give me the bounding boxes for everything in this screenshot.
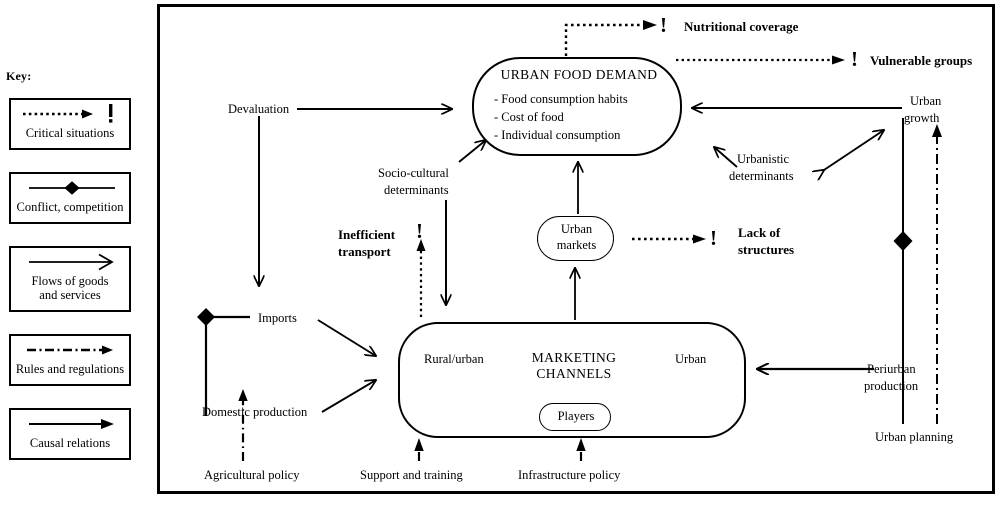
- legend-symbol-causal-relations: [11, 410, 129, 436]
- node-imports[interactable]: Imports: [258, 311, 297, 325]
- solid-arrow-open-head-icon: [29, 253, 114, 271]
- node-periurban-line1[interactable]: Periurban: [867, 362, 916, 376]
- label-lack-of-structures-line2: structures: [738, 242, 795, 257]
- label-lack-of-structures-line1: Lack of: [738, 225, 781, 240]
- node-infrastructure-policy[interactable]: Infrastructure policy: [518, 468, 621, 482]
- legend-symbol-rules-and-regulations: [11, 336, 129, 362]
- label-vulnerable-groups: Vulnerable groups: [870, 53, 973, 68]
- legend-label-flows-of-goods: Flows of goods and services: [31, 274, 109, 302]
- line-with-diamond-icon: [29, 181, 115, 195]
- legend-item-flows-of-goods: Flows of goods and services: [9, 246, 131, 312]
- legend-label-causal-relations: Causal relations: [29, 436, 111, 450]
- urban-food-demand-title: URBAN FOOD DEMAND: [500, 67, 658, 82]
- marketing-channels-title-line1: MARKETING: [531, 350, 617, 365]
- label-nutritional-coverage: Nutritional coverage: [684, 19, 799, 34]
- legend-label-rules-and-regulations: Rules and regulations: [15, 362, 125, 376]
- legend-label-conflict-competition: Conflict, competition: [16, 200, 124, 214]
- legend-item-critical-situations: Critical situations: [9, 98, 131, 150]
- legend-item-rules-and-regulations: Rules and regulations: [9, 334, 131, 386]
- urban-markets-node[interactable]: Urban markets: [537, 216, 614, 261]
- exclamation-icon-nutritional-coverage: !: [660, 13, 667, 37]
- node-periurban-line2: production: [864, 379, 919, 393]
- node-support-and-training[interactable]: Support and training: [360, 468, 463, 482]
- legend-panel: Key: Critical situations Confli: [0, 0, 150, 505]
- node-domestic-production[interactable]: Domestic production: [202, 405, 308, 419]
- marketing-channels-box[interactable]: MARKETING CHANNELS Rural/urban Urban Pla…: [398, 322, 746, 438]
- marketing-channels-right-label: Urban: [675, 352, 707, 366]
- marketing-channels-left-label: Rural/urban: [424, 352, 484, 366]
- dotted-arrow-with-exclamation-icon: [23, 104, 113, 123]
- solid-arrow-filled-head-icon: [29, 419, 114, 429]
- node-urban-growth-line2: growth: [904, 111, 940, 125]
- urban-markets-label-line2: markets: [556, 238, 597, 252]
- legend-title: Key:: [6, 69, 32, 83]
- label-inefficient-transport-line1: Inefficient: [338, 227, 396, 242]
- urban-food-demand-bullet-2: - Cost of food: [494, 110, 564, 124]
- node-urbanistic-line2: determinants: [729, 169, 794, 183]
- legend-symbol-flows-of-goods: [11, 248, 129, 274]
- node-urban-growth-line1[interactable]: Urban: [910, 94, 942, 108]
- node-devaluation[interactable]: Devaluation: [228, 102, 290, 116]
- urban-food-demand-box[interactable]: URBAN FOOD DEMAND - Food consumption hab…: [472, 57, 682, 156]
- label-inefficient-transport-line2: transport: [338, 244, 391, 259]
- urban-markets-label-line1: Urban: [560, 222, 593, 236]
- players-node[interactable]: Players: [539, 403, 611, 431]
- legend-label-critical-situations: Critical situations: [25, 126, 115, 140]
- players-label: Players: [557, 409, 595, 423]
- urban-food-demand-bullet-1: - Food consumption habits: [494, 92, 628, 106]
- node-urban-planning[interactable]: Urban planning: [875, 430, 954, 444]
- node-socio-cultural-line2: determinants: [384, 183, 449, 197]
- urban-food-demand-bullet-3: - Individual consumption: [494, 128, 621, 142]
- dash-dot-arrow-icon: [27, 345, 113, 355]
- legend-symbol-critical-situations: [11, 100, 129, 126]
- exclamation-icon-lack-of-structures: !: [710, 226, 717, 250]
- legend-item-causal-relations: Causal relations: [9, 408, 131, 460]
- node-urbanistic-line1[interactable]: Urbanistic: [737, 152, 790, 166]
- legend-item-conflict-competition: Conflict, competition: [9, 172, 131, 224]
- exclamation-icon-inefficient-transport: !: [416, 219, 423, 243]
- node-agricultural-policy[interactable]: Agricultural policy: [204, 468, 300, 482]
- marketing-channels-title-line2: CHANNELS: [536, 366, 612, 381]
- legend-symbol-conflict-competition: [11, 174, 129, 200]
- exclamation-icon-vulnerable-groups: !: [851, 47, 858, 71]
- node-socio-cultural-line1[interactable]: Socio-cultural: [378, 166, 449, 180]
